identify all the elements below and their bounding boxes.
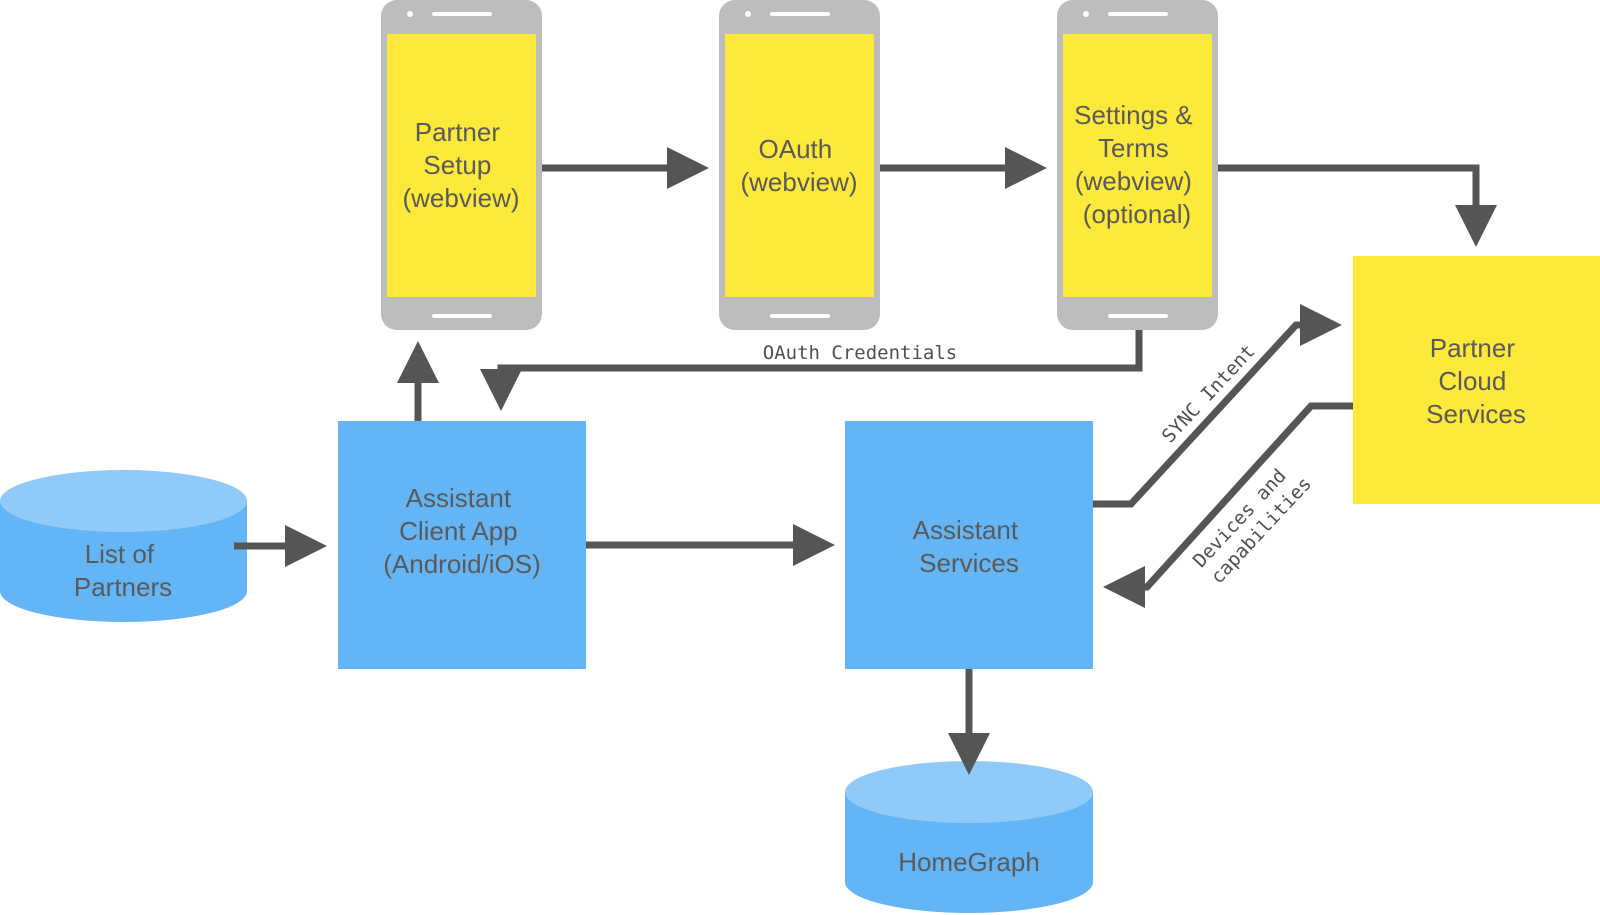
- database-label-line: List of: [85, 539, 155, 569]
- box-label-line: Partner: [1430, 333, 1516, 363]
- svg-text:HomeGraph: HomeGraph: [898, 847, 1040, 877]
- svg-text:Assistant Client App: Assistant Client App (Android/iOS): [383, 483, 541, 579]
- svg-text:List of Partners: List of Partners: [74, 539, 172, 602]
- box-label-line: Assistant: [913, 515, 1019, 545]
- box-label-line: Client App: [399, 516, 518, 546]
- box-assistant-services: Assistant Services: [845, 421, 1093, 669]
- label-oauth-credentials: OAuth Credentials: [763, 342, 957, 364]
- box-label-line: Cloud: [1438, 366, 1506, 396]
- box-label-line: Services: [919, 548, 1019, 578]
- phone-settings-terms: Settings & Terms (webview) (optional): [1057, 0, 1218, 330]
- phone-label-line: Terms: [1098, 133, 1169, 163]
- box-label-line: (Android/iOS): [383, 549, 541, 579]
- box-assistant-client-app: Assistant Client App (Android/iOS): [338, 421, 586, 669]
- phone-label-line: Partner: [415, 117, 501, 147]
- database-homegraph: HomeGraph: [845, 761, 1093, 913]
- svg-text:Partner Setup (web: Partner Setup (webview): [402, 117, 519, 213]
- phone-label-line: (webview): [1075, 166, 1192, 196]
- phone-label-line: (webview): [740, 167, 857, 197]
- database-label-line: Partners: [74, 572, 172, 602]
- arrow-oauth-credentials: [480, 330, 1143, 411]
- svg-text:Assistant Services: Assistant Services: [913, 515, 1026, 578]
- label-sync-intent: SYNC Intent: [1158, 340, 1260, 447]
- phone-oauth: OAuth (webview): [719, 0, 880, 330]
- box-label-line: Assistant: [406, 483, 512, 513]
- box-partner-cloud-services: Partner Cloud Services: [1353, 256, 1600, 504]
- database-list-of-partners: List of Partners: [0, 470, 247, 622]
- svg-text:OAuth (webview): OAuth (webview): [740, 134, 857, 197]
- svg-text:Settings & Terms (: Settings & Terms (webview) (optional): [1074, 100, 1200, 229]
- phone-label-line: (webview): [402, 183, 519, 213]
- phone-partner-setup: Partner Setup (webview): [381, 0, 542, 330]
- arrow-sync-intent: [1093, 304, 1342, 508]
- phone-label-line: Settings &: [1074, 100, 1193, 130]
- arrow-devices-and-capabilities: [1103, 402, 1353, 608]
- database-label-line: HomeGraph: [898, 847, 1040, 877]
- phone-label-line: Setup: [423, 150, 491, 180]
- svg-text:Partner Cloud Serv: Partner Cloud Services: [1426, 333, 1526, 429]
- phone-label-line: (optional): [1083, 199, 1191, 229]
- arrow-settings-to-partner-cloud: [1218, 164, 1497, 247]
- phone-label-line: OAuth: [759, 134, 833, 164]
- box-label-line: Services: [1426, 399, 1526, 429]
